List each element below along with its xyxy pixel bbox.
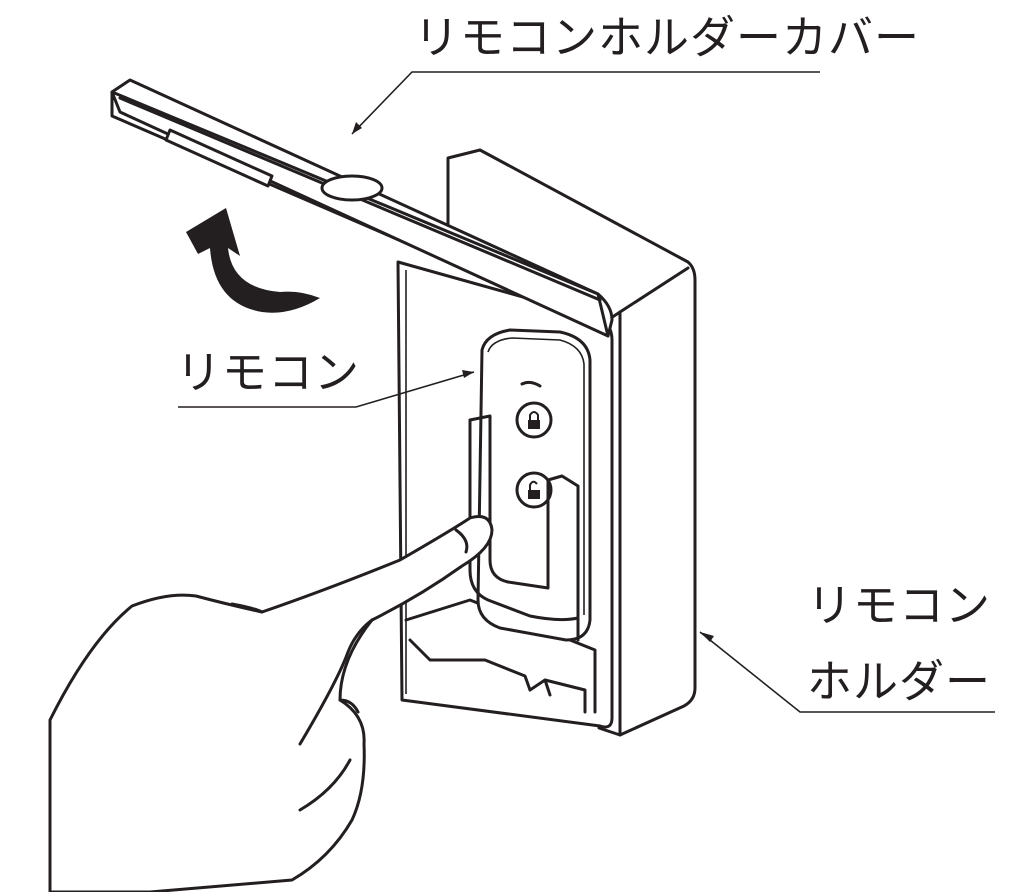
arrow-up-curved-icon	[186, 208, 320, 313]
hand	[48, 515, 494, 892]
holder-cover	[110, 78, 614, 338]
holder-label-line2: ホルダー	[807, 655, 992, 708]
leader-lines	[178, 71, 995, 713]
remote-label: リモコン	[176, 346, 361, 399]
cover-label: リモコンホルダーカバー	[414, 11, 921, 64]
remote-control	[468, 328, 592, 642]
holder-label-line1: リモコン	[807, 579, 992, 632]
